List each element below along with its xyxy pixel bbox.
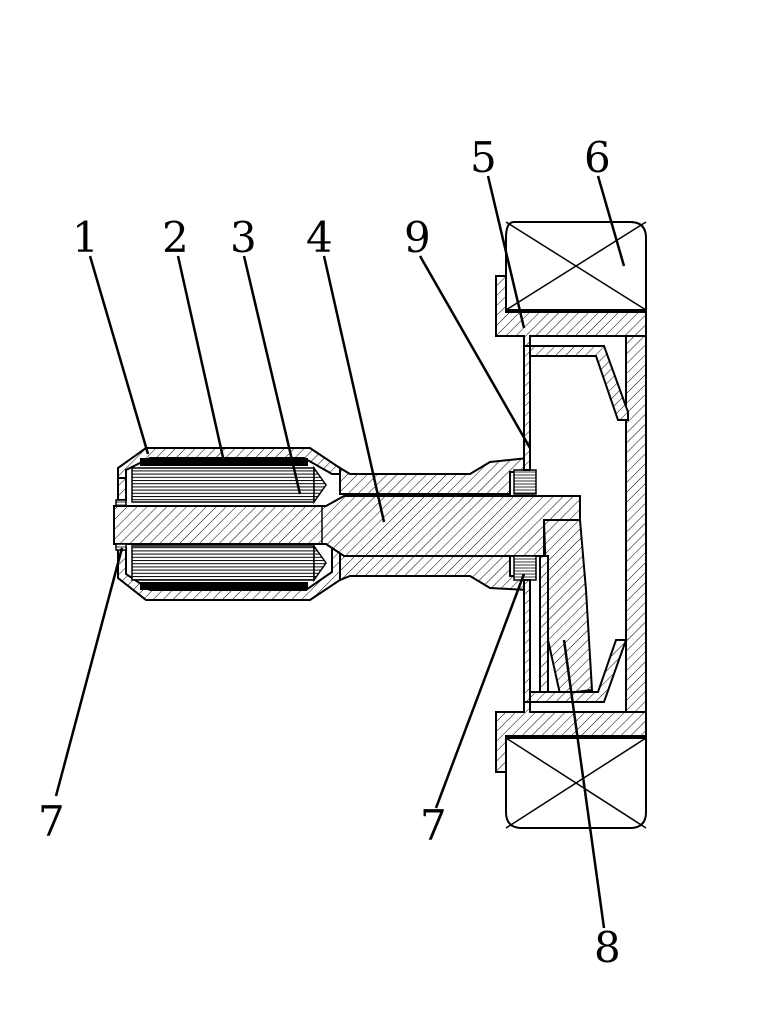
leader-lines: [54, 175, 626, 929]
leader-5: [486, 175, 526, 329]
leader-2: [176, 255, 226, 463]
shaft-sleeve: [339, 456, 529, 592]
callout-6: 6: [584, 133, 611, 182]
stator-housing: [117, 447, 341, 601]
callout-4: 4: [306, 213, 333, 262]
callout-3: 3: [230, 213, 257, 262]
callout-9: 9: [404, 213, 431, 262]
leader-1: [88, 255, 150, 455]
leader-7b: [434, 573, 526, 809]
rotor-disc: [495, 275, 647, 773]
callout-7-left: 7: [38, 797, 65, 846]
callout-labels: 1 2 3 4 5 6 7 7 8 9: [38, 133, 621, 972]
callout-8: 8: [594, 923, 621, 972]
leader-6: [596, 175, 626, 267]
leader-7a: [54, 547, 124, 797]
leader-9: [418, 255, 532, 449]
leader-3: [242, 255, 302, 495]
leader-8: [562, 639, 606, 929]
magnet-bottom: [505, 737, 647, 829]
callout-7-right: 7: [420, 801, 447, 850]
rotor-arm: [539, 519, 594, 699]
stator-core: [131, 465, 327, 583]
callout-5: 5: [470, 133, 497, 182]
magnet-top: [505, 221, 647, 311]
callout-1: 1: [72, 213, 99, 262]
callout-2: 2: [162, 213, 189, 262]
leader-4: [322, 255, 386, 523]
